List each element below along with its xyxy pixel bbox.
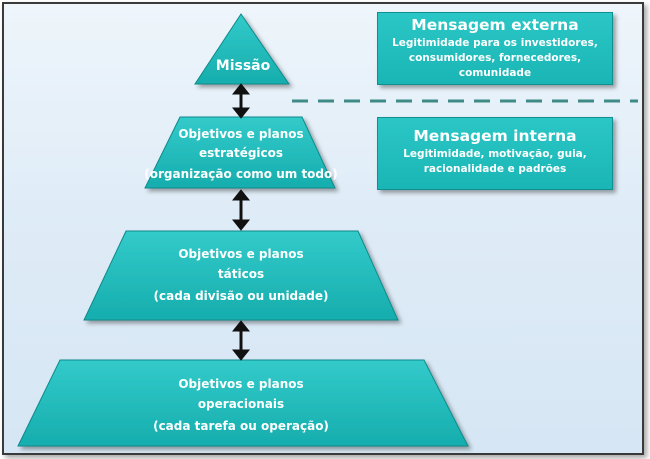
strategic-line-3: (organização como um todo)	[144, 167, 338, 181]
external-message-body: Legitimidade para os investidores, consu…	[392, 37, 598, 79]
strategic-line-1: Objetivos e planos	[178, 127, 303, 141]
operational-level-trapezoid	[17, 359, 469, 447]
strategic-line-2: estratégicos	[199, 146, 283, 160]
tactical-level-trapezoid	[83, 230, 399, 321]
internal-message-title: Mensagem interna	[413, 127, 577, 145]
mission-label: Missão	[216, 58, 271, 74]
internal-message-body: Legitimidade, motivação, guia, racionali…	[403, 148, 587, 175]
arrow-mission-strategic	[231, 83, 251, 119]
external-message-box: Mensagem externa Legitimidade para os in…	[377, 12, 613, 85]
arrow-strategic-tactical	[231, 189, 251, 231]
operational-line-1: Objetivos e planos	[178, 377, 303, 391]
tactical-line-1: Objetivos e planos	[178, 247, 303, 261]
internal-message-box: Mensagem interna Legitimidade, motivação…	[377, 117, 613, 190]
operational-line-2: operacionais	[198, 397, 284, 411]
operational-line-3: (cada tarefa ou operação)	[153, 419, 329, 433]
mission-triangle	[194, 13, 290, 85]
strategic-level-trapezoid	[144, 116, 336, 189]
external-message-title: Mensagem externa	[411, 16, 579, 34]
tactical-line-3: (cada divisão ou unidade)	[154, 289, 329, 303]
tactical-line-2: táticos	[218, 267, 264, 281]
arrow-tactical-operational	[231, 320, 251, 361]
